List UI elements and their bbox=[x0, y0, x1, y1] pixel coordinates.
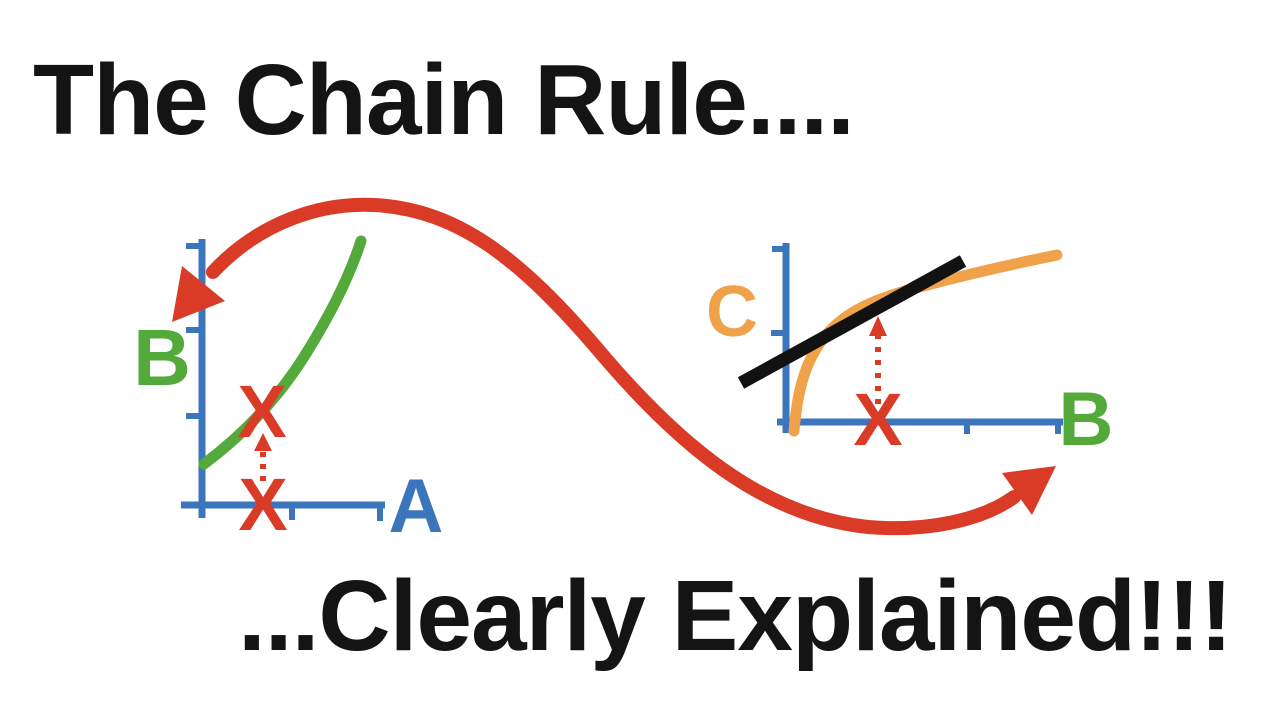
right-dotted-arrow-head-icon bbox=[869, 316, 887, 336]
right-graph-axes bbox=[771, 243, 1063, 434]
left-x-axis-label: A bbox=[388, 464, 444, 549]
left-axis-point-mark: X bbox=[238, 463, 288, 546]
left-y-axis-ticks bbox=[186, 243, 202, 419]
chain-arrow-head-right-icon bbox=[1002, 466, 1056, 515]
tangent-line bbox=[737, 255, 967, 389]
left-x-axis-ticks bbox=[289, 505, 383, 521]
right-y-axis-ticks bbox=[771, 246, 786, 336]
right-x-axis-label: B bbox=[1058, 377, 1114, 462]
right-y-axis-label: C bbox=[706, 272, 758, 352]
page-title: The Chain Rule.... bbox=[33, 44, 855, 156]
left-dotted-arrow-head-icon bbox=[254, 433, 272, 451]
chain-arrow-head-left-icon bbox=[172, 266, 225, 322]
left-function-curve bbox=[198, 235, 367, 470]
right-axis-point-mark: X bbox=[853, 378, 903, 461]
right-x-axis-ticks bbox=[964, 422, 1061, 434]
left-y-axis-label: B bbox=[133, 313, 191, 402]
page-subtitle: ...Clearly Explained!!! bbox=[238, 560, 1233, 672]
right-function-curve bbox=[788, 249, 1063, 437]
left-curve-point-mark: X bbox=[237, 370, 287, 453]
chain-arrow-shaft bbox=[206, 197, 1021, 536]
